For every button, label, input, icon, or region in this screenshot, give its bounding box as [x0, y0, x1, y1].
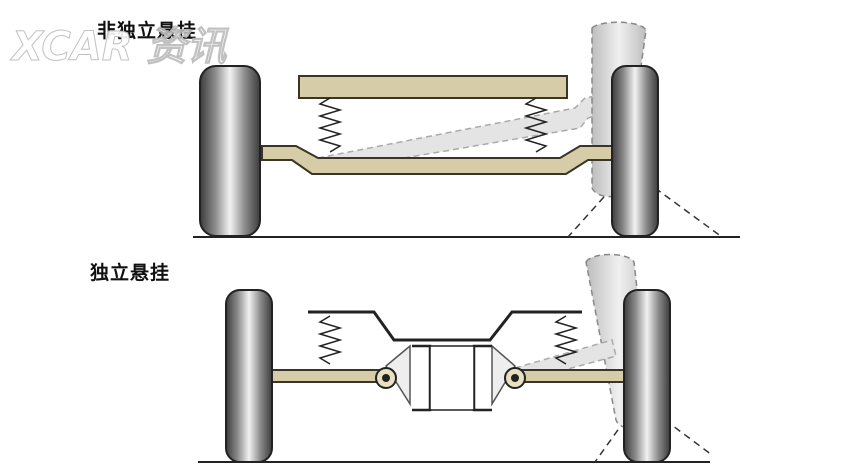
spring-bottom-left — [317, 315, 343, 365]
pivot-right-center — [511, 374, 519, 382]
watermark-logo: XCAR 资讯 — [9, 24, 230, 71]
arm-bottom-right — [514, 369, 626, 383]
arm-bottom-left — [261, 369, 387, 383]
label-dependent-suspension: 非独立悬挂 — [97, 20, 198, 42]
frame-top — [298, 75, 568, 99]
dependent-suspension — [193, 21, 740, 238]
motion-dashes-bottom — [594, 419, 713, 463]
frame-bottom — [308, 310, 582, 342]
tire-bottom-right — [623, 289, 671, 463]
tire-bottom-left — [225, 289, 273, 463]
motion-dashes-top — [567, 187, 723, 238]
independent-suspension — [198, 253, 713, 463]
spring-bottom-right — [553, 315, 579, 365]
spring-top-right — [523, 97, 549, 153]
center-box — [429, 345, 475, 411]
tire-top-right — [611, 65, 659, 237]
spring-top-left — [317, 97, 343, 153]
watermark-text: XCAR 资讯 — [9, 24, 229, 70]
label-independent-suspension: 独立悬挂 — [90, 262, 171, 284]
bracket-right — [491, 344, 516, 407]
pivot-left-center — [382, 374, 390, 382]
tire-top-left — [199, 65, 261, 237]
bracket-left — [385, 344, 411, 407]
